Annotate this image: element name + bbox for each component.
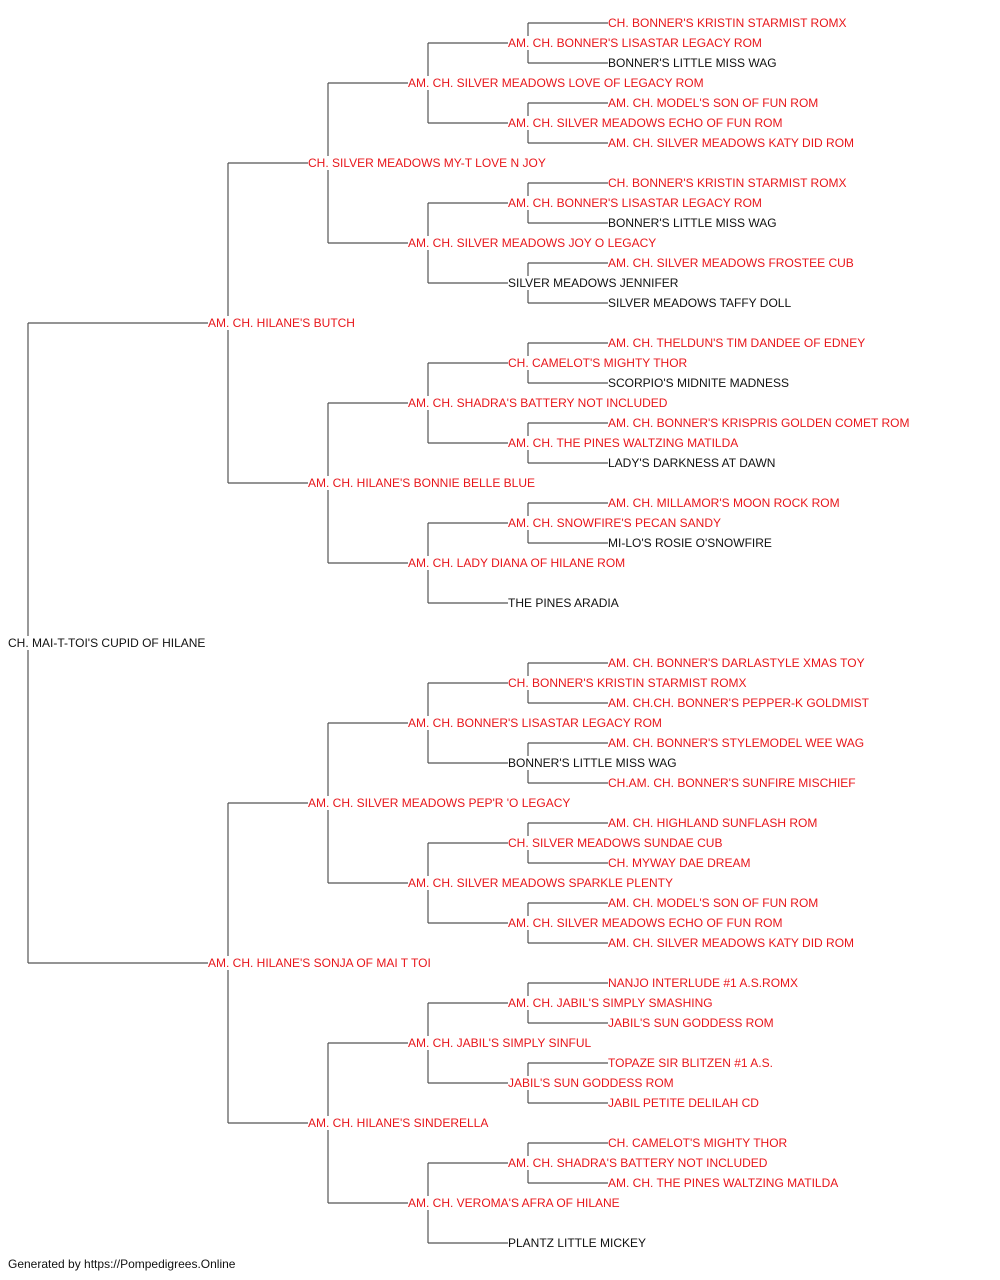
- ancestor-name: AM. CH. BONNER'S LISASTAR LEGACY ROM: [408, 716, 662, 730]
- ancestor-name: NANJO INTERLUDE #1 A.S.ROMX: [608, 976, 799, 990]
- ancestor-name: CH.AM. CH. BONNER'S SUNFIRE MISCHIEF: [608, 776, 856, 790]
- ancestor-name: AM. CH. HIGHLAND SUNFLASH ROM: [608, 816, 818, 830]
- ancestor-name: LADY'S DARKNESS AT DAWN: [608, 456, 776, 470]
- subject-dog-name: CH. MAI-T-TOI'S CUPID OF HILANE: [8, 636, 206, 650]
- ancestor-name: AM. CH. BONNER'S DARLASTYLE XMAS TOY: [608, 656, 865, 670]
- ancestor-name: JABIL'S SUN GODDESS ROM: [608, 1016, 774, 1030]
- ancestor-name: CH. BONNER'S KRISTIN STARMIST ROMX: [508, 676, 747, 690]
- ancestor-name: AM. CH. LADY DIANA OF HILANE ROM: [408, 556, 626, 570]
- ancestor-name: AM. CH. SILVER MEADOWS SPARKLE PLENTY: [408, 876, 673, 890]
- ancestor-name: AM. CH. THE PINES WALTZING MATILDA: [608, 1176, 839, 1190]
- ancestor-name: SILVER MEADOWS TAFFY DOLL: [608, 296, 792, 310]
- ancestor-name: PLANTZ LITTLE MICKEY: [508, 1236, 647, 1250]
- ancestor-name: JABIL PETITE DELILAH CD: [608, 1096, 759, 1110]
- ancestor-name: AM. CH. THELDUN'S TIM DANDEE OF EDNEY: [608, 336, 866, 350]
- ancestor-name: TOPAZE SIR BLITZEN #1 A.S.: [608, 1056, 773, 1070]
- ancestor-name: AM. CH. SILVER MEADOWS JOY O LEGACY: [408, 236, 657, 250]
- ancestor-name: AM. CH. MILLAMOR'S MOON ROCK ROM: [608, 496, 840, 510]
- ancestor-name: AM. CH. HILANE'S SINDERELLA: [308, 1116, 489, 1130]
- ancestor-name: AM. CH. SILVER MEADOWS KATY DID ROM: [608, 136, 855, 150]
- ancestor-name: AM. CH. BONNER'S LISASTAR LEGACY ROM: [508, 196, 762, 210]
- ancestor-name: AM. CH. HILANE'S BUTCH: [208, 316, 355, 330]
- ancestor-name: AM. CH. SHADRA'S BATTERY NOT INCLUDED: [408, 396, 668, 410]
- ancestor-name: CH. BONNER'S KRISTIN STARMIST ROMX: [608, 16, 847, 30]
- ancestor-name: AM. CH. THE PINES WALTZING MATILDA: [508, 436, 739, 450]
- ancestor-name: AM. CH. SILVER MEADOWS KATY DID ROM: [608, 936, 855, 950]
- ancestor-name: AM. CH. BONNER'S STYLEMODEL WEE WAG: [608, 736, 865, 750]
- ancestor-name: AM. CH. SILVER MEADOWS PEP'R 'O LEGACY: [308, 796, 571, 810]
- ancestor-name: SILVER MEADOWS JENNIFER: [508, 276, 679, 290]
- ancestor-name: CH. CAMELOT'S MIGHTY THOR: [608, 1136, 788, 1150]
- ancestor-name: BONNER'S LITTLE MISS WAG: [608, 56, 777, 70]
- ancestor-name: MI-LO'S ROSIE O'SNOWFIRE: [608, 536, 772, 550]
- ancestor-name: AM. CH. BONNER'S LISASTAR LEGACY ROM: [508, 36, 762, 50]
- ancestor-name: AM. CH. MODEL'S SON OF FUN ROM: [608, 896, 819, 910]
- ancestor-name: BONNER'S LITTLE MISS WAG: [508, 756, 677, 770]
- ancestor-name: CH. MYWAY DAE DREAM: [608, 856, 751, 870]
- ancestor-name: AM. CH. JABIL'S SIMPLY SINFUL: [408, 1036, 592, 1050]
- ancestor-name: AM. CH. SILVER MEADOWS LOVE OF LEGACY RO…: [408, 76, 704, 90]
- ancestor-name: CH. SILVER MEADOWS MY-T LOVE N JOY: [308, 156, 546, 170]
- ancestor-name: THE PINES ARADIA: [508, 596, 619, 610]
- ancestor-name: AM. CH. MODEL'S SON OF FUN ROM: [608, 96, 819, 110]
- ancestor-name: CH. SILVER MEADOWS SUNDAE CUB: [508, 836, 723, 850]
- ancestor-name: CH. BONNER'S KRISTIN STARMIST ROMX: [608, 176, 847, 190]
- ancestor-name: AM. CH. BONNER'S KRISPRIS GOLDEN COMET R…: [608, 416, 910, 430]
- ancestor-name: AM. CH. SHADRA'S BATTERY NOT INCLUDED: [508, 1156, 768, 1170]
- ancestor-name: AM. CH. SILVER MEADOWS ECHO OF FUN ROM: [508, 916, 783, 930]
- ancestor-name: AM. CH.CH. BONNER'S PEPPER-K GOLDMIST: [608, 696, 869, 710]
- ancestor-name: AM. CH. HILANE'S BONNIE BELLE BLUE: [308, 476, 536, 490]
- ancestor-name: CH. CAMELOT'S MIGHTY THOR: [508, 356, 688, 370]
- ancestor-name: AM. CH. HILANE'S SONJA OF MAI T TOI: [208, 956, 431, 970]
- ancestor-name: AM. CH. VEROMA'S AFRA OF HILANE: [408, 1196, 620, 1210]
- ancestor-name: AM. CH. JABIL'S SIMPLY SMASHING: [508, 996, 713, 1010]
- ancestor-name: BONNER'S LITTLE MISS WAG: [608, 216, 777, 230]
- ancestor-name: SCORPIO'S MIDNITE MADNESS: [608, 376, 789, 390]
- ancestor-name: AM. CH. SILVER MEADOWS ECHO OF FUN ROM: [508, 116, 783, 130]
- ancestor-name: AM. CH. SILVER MEADOWS FROSTEE CUB: [608, 256, 854, 270]
- ancestor-name: AM. CH. SNOWFIRE'S PECAN SANDY: [508, 516, 721, 530]
- footer-credit: Generated by https://Pompedigrees.Online: [8, 1257, 236, 1271]
- ancestor-name: JABIL'S SUN GODDESS ROM: [508, 1076, 674, 1090]
